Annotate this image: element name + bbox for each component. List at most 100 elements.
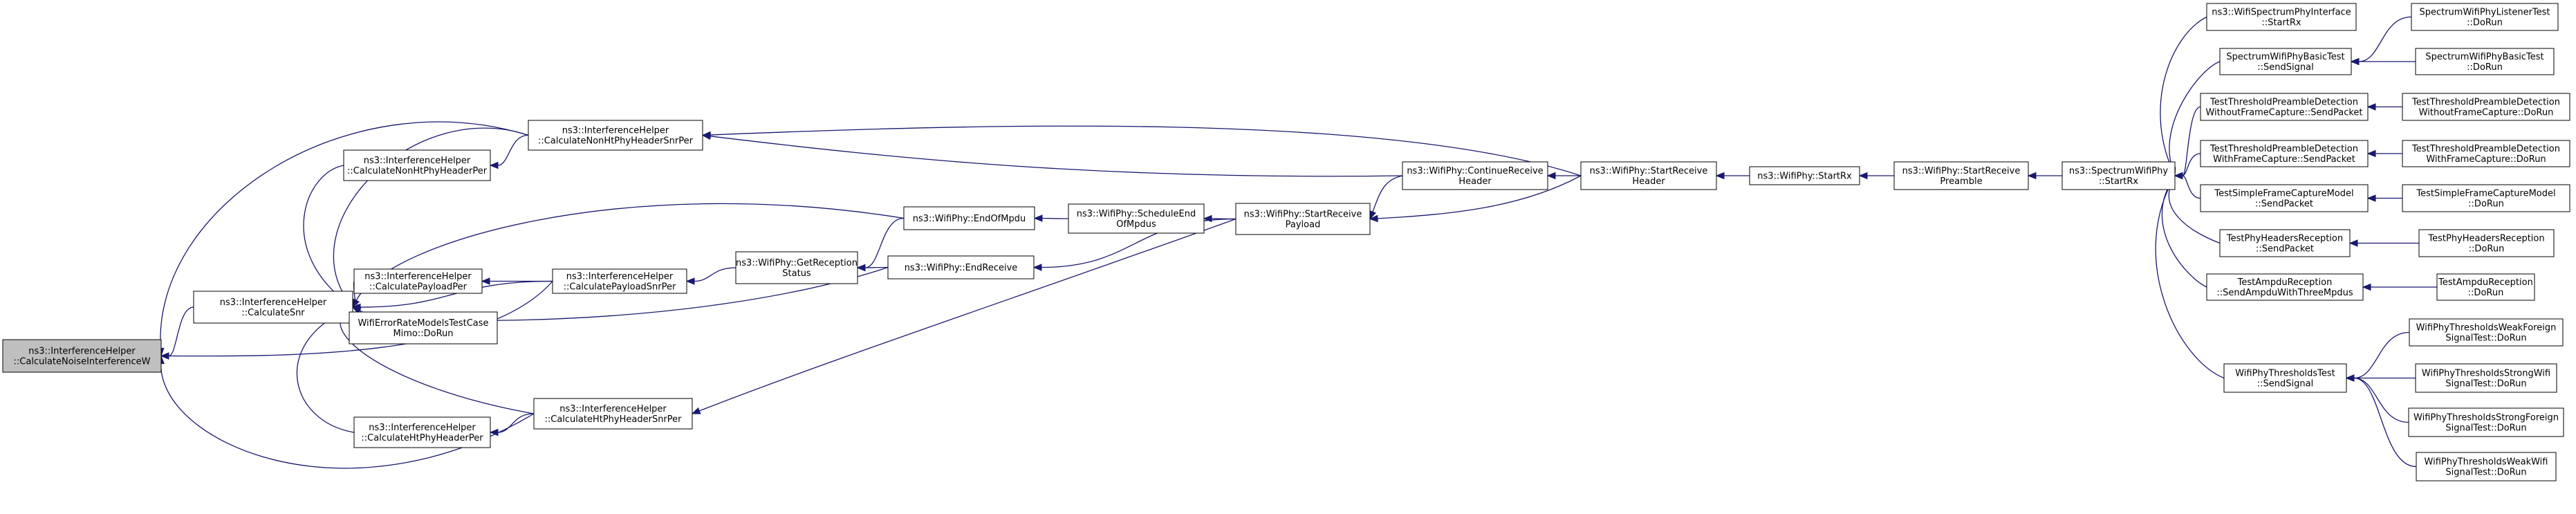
- function-node[interactable]: TestThresholdPreambleDetectionWithFrameC…: [2200, 140, 2369, 167]
- function-node[interactable]: ns3::InterferenceHelper::CalculatePayloa…: [552, 268, 687, 294]
- function-node-label: ::SendPacket: [2255, 199, 2313, 210]
- function-node[interactable]: ns3::WifiSpectrumPhyInterface::StartRx: [2206, 3, 2357, 31]
- function-node-label: TestThresholdPreambleDetection: [2209, 144, 2358, 154]
- function-node[interactable]: TestThresholdPreambleDetectionWithoutFra…: [2402, 93, 2570, 121]
- function-node-label: ns3::WifiSpectrumPhyInterface: [2212, 8, 2351, 18]
- call-edge-arrow: [856, 264, 889, 272]
- function-node[interactable]: WifiPhyThresholdsStrongWifiSignalTest::D…: [2415, 363, 2557, 393]
- function-node-box: [2411, 3, 2559, 31]
- function-node[interactable]: ns3::InterferenceHelper::CalculateHtPhyH…: [533, 398, 693, 430]
- function-node[interactable]: SpectrumWifiPhyBasicTest::DoRun: [2415, 48, 2555, 75]
- function-node[interactable]: TestPhyHeadersReception::DoRun: [2418, 229, 2555, 257]
- function-node[interactable]: TestPhyHeadersReception::SendPacket: [2219, 229, 2351, 257]
- function-node[interactable]: ns3::InterferenceHelper::CalculateHtPhyH…: [353, 416, 491, 448]
- function-node[interactable]: ns3::SpectrumWifiPhy::StartRx: [2061, 161, 2176, 190]
- function-node-box: [903, 206, 1035, 230]
- call-edge-arrow: [481, 277, 553, 285]
- call-edge-arrow: [1369, 175, 1403, 220]
- function-node[interactable]: WifiPhyThresholdsWeakWifiSignalTest::DoR…: [2416, 452, 2557, 481]
- function-node[interactable]: ns3::InterferenceHelper::CalculateNonHtP…: [343, 149, 491, 181]
- call-edge-line: [710, 136, 1403, 177]
- function-node-label: ns3::WifiPhy::EndReceive: [905, 263, 1018, 273]
- focus-function-node: ns3::InterferenceHelper::CalculateNoiseI…: [2, 339, 162, 373]
- function-node-box: [1580, 161, 1717, 190]
- call-edge-line: [360, 280, 553, 308]
- function-node-box: [2206, 3, 2357, 31]
- call-edge-arrow: [2348, 239, 2419, 247]
- function-node-label: SpectrumWifiPhyListenerTest: [2419, 8, 2550, 18]
- function-node[interactable]: TestThresholdPreambleDetectionWithoutFra…: [2200, 93, 2369, 121]
- function-node-box: [2219, 48, 2352, 75]
- function-node[interactable]: ns3::WifiPhy::EndOfMpdu: [903, 206, 1035, 230]
- function-node[interactable]: SpectrumWifiPhyBasicTest::SendSignal: [2219, 48, 2352, 75]
- function-node[interactable]: WifiPhyThresholdsStrongForeignSignalTest…: [2408, 407, 2564, 437]
- call-edge-arrow: [2345, 374, 2409, 423]
- function-node-box: [2200, 93, 2369, 121]
- function-node-label: ::SendAmpduWithThreeMpdus: [2216, 288, 2353, 298]
- arrowhead-icon: [481, 277, 490, 285]
- function-node-box: [533, 398, 693, 430]
- function-node-box: [735, 251, 858, 284]
- arrowhead-icon: [489, 428, 499, 437]
- call-edge-line: [497, 413, 535, 433]
- arrowhead-icon: [701, 131, 711, 139]
- function-node-box: [2223, 363, 2347, 393]
- function-node-box: [2436, 273, 2535, 301]
- call-edge-arrow: [1715, 172, 1750, 180]
- function-node[interactable]: ns3::InterferenceHelper::CalculateNonHtP…: [528, 120, 703, 151]
- function-node-label: ::CalculateSnr: [241, 308, 305, 318]
- function-node[interactable]: ns3::InterferenceHelper::CalculatePayloa…: [353, 268, 483, 294]
- call-edge-arrow: [489, 134, 529, 169]
- function-node[interactable]: TestSimpleFrameCaptureModel::SendPacket: [2200, 184, 2369, 212]
- call-edge-arrow: [489, 413, 535, 437]
- function-node[interactable]: WifiPhyThresholdsTest::SendSignal: [2223, 363, 2347, 393]
- function-node-label: WithFrameCapture::SendPacket: [2213, 154, 2355, 165]
- call-edge-arrow: [296, 306, 355, 433]
- function-node-label: OfMpdus: [1116, 219, 1156, 230]
- function-node-label: WifiPhyThresholdsWeakForeign: [2416, 323, 2557, 333]
- function-node[interactable]: WifiPhyThresholdsWeakForeignSignalTest::…: [2409, 318, 2564, 347]
- function-node[interactable]: SpectrumWifiPhyListenerTest::DoRun: [2411, 3, 2559, 31]
- function-node-label: ns3::InterferenceHelper: [28, 347, 136, 357]
- arrowhead-icon: [685, 277, 695, 285]
- arrowhead-icon: [2366, 103, 2376, 111]
- call-edge-arrow: [685, 267, 736, 285]
- function-node[interactable]: TestSimpleFrameCaptureModel::DoRun: [2402, 184, 2570, 212]
- arrowhead-icon: [351, 306, 362, 314]
- function-node-box: [2402, 93, 2570, 121]
- function-node[interactable]: TestAmpduReception::DoRun: [2436, 273, 2535, 301]
- function-node-box: [349, 311, 498, 345]
- call-edge-arrow: [1033, 214, 1069, 222]
- function-node-label: SpectrumWifiPhyBasicTest: [2226, 52, 2344, 62]
- function-node[interactable]: TestAmpduReception::SendAmpduWithThreeMp…: [2206, 273, 2364, 301]
- arrowhead-icon: [1032, 264, 1042, 271]
- function-node[interactable]: TestThresholdPreambleDetectionWithFrameC…: [2402, 140, 2570, 167]
- function-node-label: TestThresholdPreambleDetection: [2209, 98, 2358, 108]
- call-edge-arrow: [1858, 172, 1894, 180]
- function-node-box: [2206, 273, 2364, 301]
- call-edge-line: [2182, 153, 2201, 176]
- function-node[interactable]: ns3::InterferenceHelper::CalculateSnr: [193, 291, 353, 324]
- call-edge-arrow: [2366, 103, 2402, 111]
- function-node-label: TestAmpduReception: [2237, 277, 2333, 288]
- function-node-box: [2219, 229, 2351, 257]
- arrowhead-icon: [1033, 214, 1043, 222]
- arrowhead-icon: [2366, 149, 2376, 158]
- function-node-box: [2061, 161, 2176, 190]
- call-edge-line: [710, 125, 1582, 176]
- function-node-label: TestThresholdPreambleDetection: [2411, 144, 2560, 154]
- function-node[interactable]: ns3::WifiPhy::EndReceive: [887, 255, 1035, 279]
- function-node-box: [2, 339, 162, 373]
- function-node-label: ::StartRx: [2099, 176, 2139, 187]
- function-node[interactable]: ns3::WifiPhy::StartRx: [1749, 166, 1860, 185]
- arrowhead-icon: [1203, 214, 1212, 223]
- function-node-label: ::DoRun: [2467, 18, 2503, 28]
- function-node-label: ns3::InterferenceHelper: [562, 126, 669, 136]
